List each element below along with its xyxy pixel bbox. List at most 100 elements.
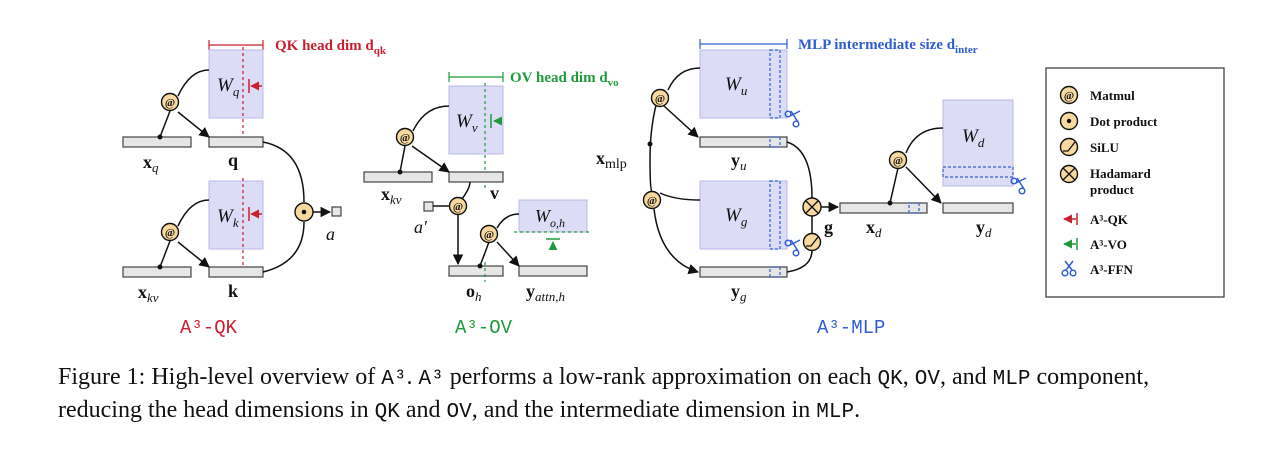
caption-code: A³: [418, 368, 444, 391]
legend-scissors-icon: [1061, 260, 1077, 277]
qk-edge: [177, 241, 210, 268]
hadamard-op-glyph: [805, 200, 819, 214]
xmlp-label: xmlp: [596, 148, 627, 172]
matmul-op-attn-symbol: @: [453, 201, 463, 213]
xd-label: xd: [866, 217, 882, 240]
silu-op-glyph: [806, 236, 819, 247]
legend-a3ffn-label: A³-FFN: [1090, 262, 1133, 277]
mlp-junction: [647, 141, 653, 147]
yu-vector: [699, 136, 788, 148]
mlp-panel-title: A³-MLP: [817, 317, 885, 339]
qk-edge: [262, 221, 305, 273]
caption-text: , and: [939, 364, 993, 390]
caption-code: OV: [914, 368, 940, 391]
ov-junction: [477, 263, 483, 269]
matmul-op-u-symbol: @: [655, 93, 665, 105]
legend-dot-label: Dot product: [1090, 114, 1158, 129]
qk-edge: [177, 69, 210, 97]
legend-hadamard-label-1: Hadamard: [1090, 166, 1151, 181]
qk-edge: [159, 110, 171, 138]
qk-panel-title: A³-QK: [180, 317, 238, 339]
yg-vector: [699, 266, 788, 278]
oh-label: oh: [466, 281, 482, 304]
xkv-label-ov: xkv: [381, 184, 402, 207]
ov-edge: [479, 241, 490, 267]
ov-edge: [411, 145, 450, 173]
caption-code: MLP: [992, 368, 1031, 391]
mlp-junction: [887, 200, 893, 206]
mlp-edge: [659, 192, 701, 201]
mlp-dim-label: MLP intermediate size dinter: [798, 37, 978, 56]
matmul-op-q: [160, 92, 180, 112]
xq-label: xq: [143, 152, 159, 175]
caption-text: and: [399, 397, 447, 423]
yu-label: yu: [731, 150, 747, 173]
matmul-op-k: [160, 222, 180, 242]
qk-panel: QK head dim dqk Wq Wk @: [122, 38, 387, 339]
silu-op: [802, 232, 822, 252]
caption-code: OV: [446, 401, 472, 424]
attn-a-prime-box: [423, 201, 434, 212]
caption-text: ,: [902, 364, 915, 390]
mlp-edge: [786, 141, 813, 199]
v-vector: [448, 171, 504, 183]
wk-label: Wk: [217, 206, 239, 230]
caption-text: Figure 1: High-level overview of: [58, 364, 382, 390]
legend-hadamard-label-2: product: [1090, 182, 1134, 197]
wq-label: Wq: [217, 75, 240, 99]
caption-code: QK: [877, 368, 903, 391]
qk-dim-label: QK head dim dqk: [275, 38, 387, 57]
xkv-vector: [122, 266, 192, 278]
qk-junction: [157, 264, 163, 270]
xkv-label-qk: xkv: [138, 282, 159, 305]
qk-edge: [159, 240, 171, 268]
caption-code: QK: [374, 401, 400, 424]
matmul-op-u: [650, 88, 670, 108]
score-a-box: [331, 206, 342, 217]
wd-matrix: [942, 99, 1014, 187]
ov-edge: [496, 241, 520, 267]
mlp-edge: [663, 105, 699, 138]
mlp-edge: [667, 67, 701, 91]
wq-reduce-arrow: [248, 79, 262, 93]
ov-junction: [397, 169, 403, 175]
wv-label: Wv: [456, 111, 478, 135]
matmul-op-v-symbol: @: [400, 132, 410, 144]
matmul-op-k-symbol: @: [165, 227, 175, 239]
legend-silu-icon: [1059, 137, 1079, 157]
g-label: g: [824, 217, 833, 237]
legend-a3vo-icon: [1063, 238, 1078, 250]
wd-scissors-icon: [1010, 177, 1027, 195]
matmul-op-g-symbol: @: [647, 195, 657, 207]
xq-vector: [122, 136, 192, 148]
q-label: q: [228, 150, 238, 170]
wg-matrix: [699, 180, 788, 250]
ov-edge: [399, 145, 406, 173]
xd-vector: [839, 202, 928, 214]
caption-code: A³: [381, 368, 407, 391]
yd-vector: [942, 202, 1014, 214]
wu-label: Wu: [725, 74, 748, 98]
wg-pruned-cols: [769, 180, 781, 250]
yattn-label: yattn,h: [526, 281, 565, 304]
caption-text: .: [854, 397, 861, 423]
qk-edge: [177, 111, 210, 138]
mlp-dim-bracket: [699, 39, 788, 49]
ov-dim-label: OV head dim dvo: [510, 70, 619, 89]
ov-panel-title: A³-OV: [455, 317, 513, 339]
q-vector: [208, 136, 264, 148]
wk-reduce-arrow: [248, 207, 262, 221]
qk-dim-bracket: [208, 40, 264, 50]
overview-diagram: QK head dim dqk Wq Wk @: [122, 37, 1225, 339]
legend-a3vo-label: A³-VO: [1090, 237, 1127, 252]
matmul-op-d: [888, 150, 908, 170]
wg-scissors-icon: [784, 239, 801, 257]
wo-label: Wo,h: [535, 206, 565, 230]
legend-hadamard-glyph: [1062, 167, 1076, 181]
ov-edge: [461, 181, 471, 200]
mlp-panel: MLP intermediate size dinter Wu Wg Wd: [596, 37, 1027, 339]
matmul-op-d-symbol: @: [893, 155, 903, 167]
wo-reduce-arrow: [546, 238, 560, 251]
caption-text: , and the intermediate dimension in: [471, 397, 817, 423]
matmul-op-o-symbol: @: [484, 229, 494, 241]
